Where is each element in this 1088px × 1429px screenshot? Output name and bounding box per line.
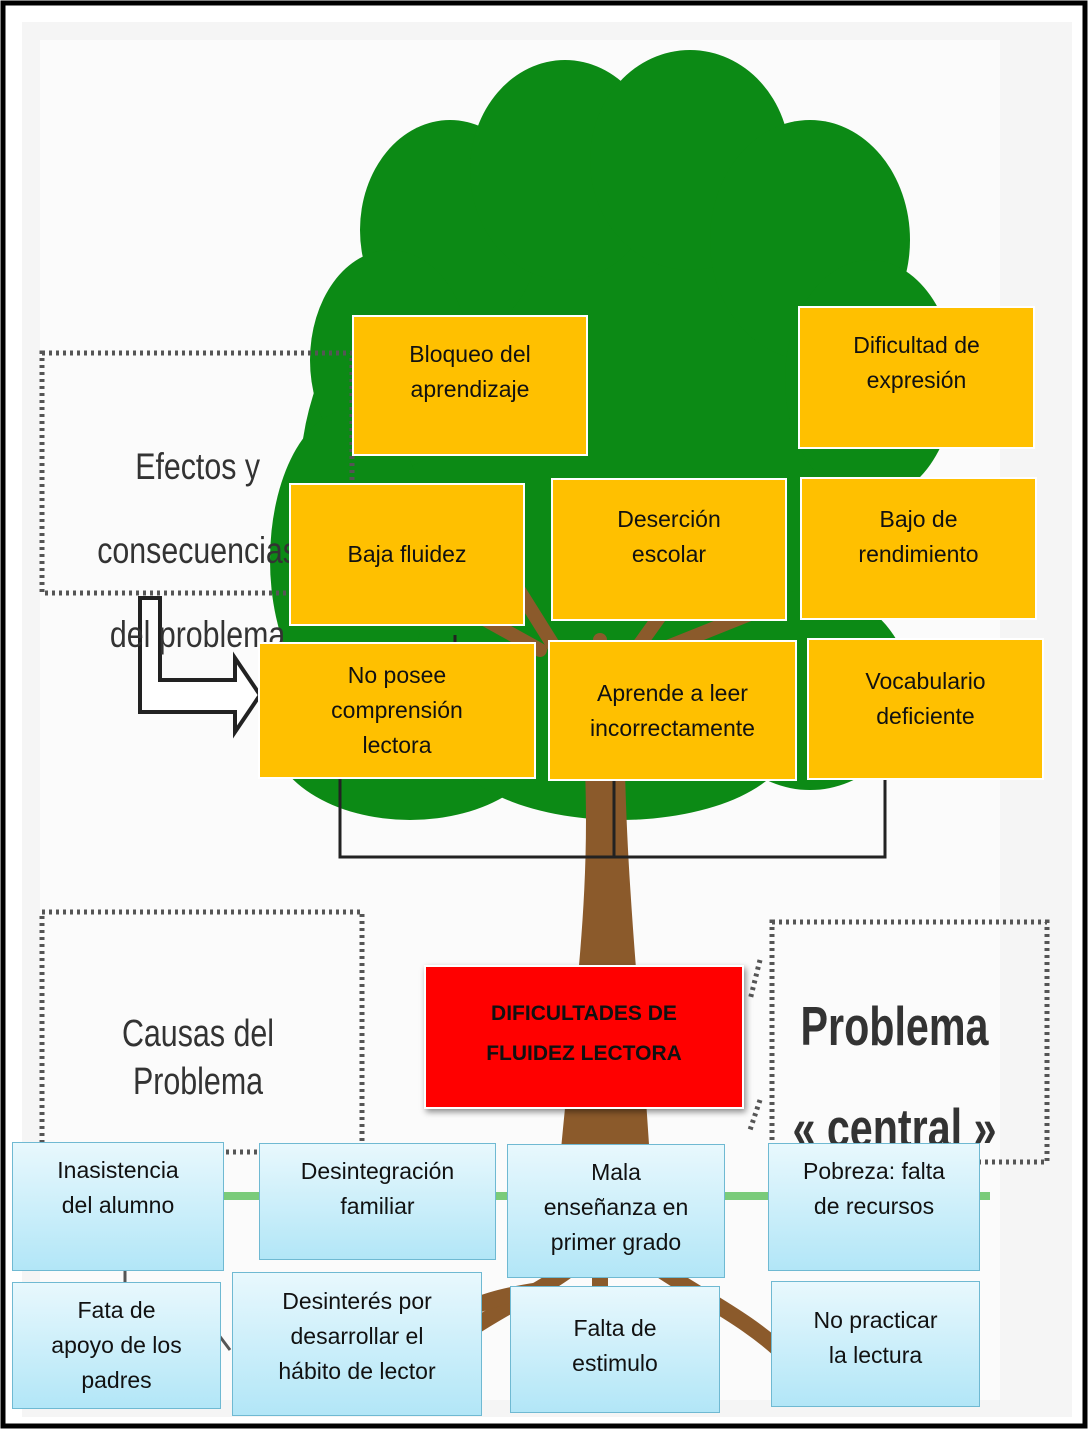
effect-box: Dificultad de expresión [798, 306, 1035, 449]
effect-box: Bloqueo del aprendizaje [352, 315, 588, 456]
label-effects: Efectos y consecuencias del problema [97, 446, 298, 655]
arrow-icon [138, 596, 263, 739]
label-causes: Causas del Problema [121, 1013, 275, 1103]
cause-box: No practicar la lectura [771, 1281, 980, 1407]
cause-box: Falta de estimulo [510, 1286, 720, 1413]
effect-box: Bajo de rendimiento [800, 477, 1037, 620]
effect-box: No posee comprensión lectora [258, 642, 536, 779]
cause-box: Fata de apoyo de los padres [12, 1282, 221, 1409]
cause-box: Inasistencia del alumno [12, 1142, 224, 1271]
cause-box: Desinterés por desarrollar el hábito de … [232, 1272, 482, 1416]
cause-box: Desintegración familiar [259, 1143, 496, 1260]
effect-box: Deserción escolar [551, 478, 787, 621]
cause-box: Mala enseñanza en primer grado [507, 1144, 725, 1278]
central-problem-box: DIFICULTADES DE FLUIDEZ LECTORA [424, 965, 744, 1109]
effect-box: Aprende a leer incorrectamente [548, 640, 797, 781]
effect-box: Baja fluidez [289, 483, 525, 626]
cause-box: Pobreza: falta de recursos [768, 1143, 980, 1271]
effect-box: Vocabulario deficiente [807, 638, 1044, 780]
label-central: Problema « central » [792, 995, 997, 1159]
